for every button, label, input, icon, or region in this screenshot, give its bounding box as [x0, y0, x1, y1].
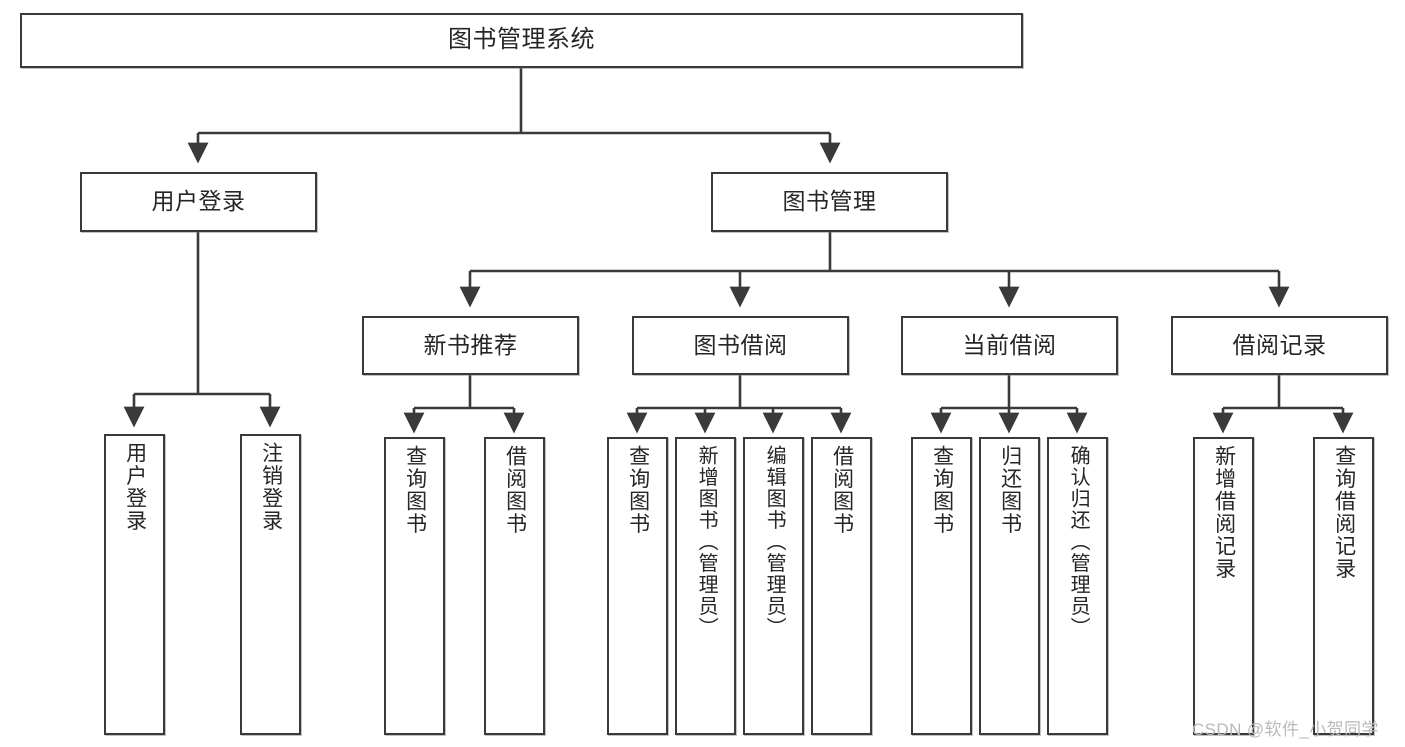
node-label: 归还图书 [998, 445, 1022, 535]
node-label: 当前借阅 [962, 331, 1057, 358]
node-label: 确认归还（管理员） [1067, 445, 1090, 639]
csdn-watermark: CSDN @软件_小贺同学 [1192, 720, 1379, 739]
node-label: 编辑图书（管理员） [763, 445, 786, 639]
leaf-return-book[interactable]: 归还图书 [979, 437, 1040, 735]
node-label: 图书管理系统 [448, 26, 595, 54]
leaf-edit-book[interactable]: 编辑图书（管理员） [743, 437, 804, 735]
leaf-query-books-2[interactable]: 查询图书 [607, 437, 668, 735]
node-label: 借阅记录 [1232, 331, 1327, 358]
node-book-management[interactable]: 图书管理 [711, 172, 948, 232]
node-label: 用户登录 [151, 188, 246, 215]
leaf-add-record[interactable]: 新增借阅记录 [1193, 437, 1254, 735]
node-label: 新书推荐 [423, 331, 518, 358]
node-new-book-recommend[interactable]: 新书推荐 [362, 316, 579, 375]
node-label: 图书管理 [782, 188, 877, 215]
leaf-borrow-books-2[interactable]: 借阅图书 [811, 437, 872, 735]
node-user-login[interactable]: 用户登录 [80, 172, 317, 232]
leaf-user-login[interactable]: 用户登录 [104, 434, 165, 735]
leaf-query-books-1[interactable]: 查询图书 [384, 437, 445, 735]
node-label: 注销登录 [259, 442, 283, 532]
node-borrow-record[interactable]: 借阅记录 [1171, 316, 1388, 375]
node-label: 借阅图书 [830, 445, 854, 535]
node-book-management-system[interactable]: 图书管理系统 [20, 13, 1023, 68]
leaf-borrow-books-1[interactable]: 借阅图书 [484, 437, 545, 735]
node-book-borrow[interactable]: 图书借阅 [632, 316, 849, 375]
node-current-borrow[interactable]: 当前借阅 [901, 316, 1118, 375]
node-label: 查询图书 [403, 445, 427, 535]
leaf-confirm-return[interactable]: 确认归还（管理员） [1047, 437, 1108, 735]
leaf-query-books-3[interactable]: 查询图书 [911, 437, 972, 735]
node-label: 新增图书（管理员） [695, 445, 718, 639]
node-label: 图书借阅 [693, 331, 788, 358]
node-label: 新增借阅记录 [1212, 445, 1236, 580]
node-label: 用户登录 [123, 442, 147, 532]
node-label: 借阅图书 [503, 445, 527, 535]
node-label: 查询图书 [626, 445, 650, 535]
leaf-add-book[interactable]: 新增图书（管理员） [675, 437, 736, 735]
leaf-user-logout[interactable]: 注销登录 [240, 434, 301, 735]
node-label: 查询借阅记录 [1332, 445, 1356, 580]
node-label: 查询图书 [930, 445, 954, 535]
leaf-query-record[interactable]: 查询借阅记录 [1313, 437, 1374, 735]
